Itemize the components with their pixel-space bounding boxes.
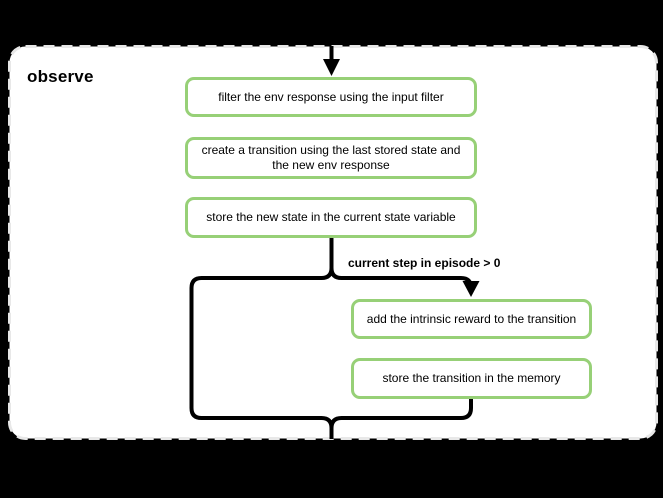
node-filter-env-response: filter the env response using the input …: [185, 77, 477, 117]
group-title-observe: observe: [27, 67, 94, 86]
node-store-new-state: store the new state in the current state…: [185, 197, 477, 238]
node-add-intrinsic-reward: add the intrinsic reward to the transiti…: [351, 299, 592, 339]
node-store-transition: store the transition in the memory: [351, 358, 592, 399]
node-label: create a transition using the last store…: [201, 143, 461, 172]
node-label: store the new state in the current state…: [206, 210, 456, 224]
condition-label: current step in episode > 0: [348, 256, 501, 270]
connector-bypass-branch: [189, 238, 334, 439]
node-label: store the transition in the memory: [382, 371, 561, 385]
arrowhead-into-filter-node: [323, 59, 340, 76]
node-label: add the intrinsic reward to the transiti…: [366, 311, 577, 326]
node-create-transition: create a transition using the last store…: [185, 137, 477, 179]
connector-merge: [329, 398, 473, 429]
node-label: filter the env response using the input …: [218, 89, 444, 104]
arrowhead-into-add-reward-node: [462, 281, 480, 297]
